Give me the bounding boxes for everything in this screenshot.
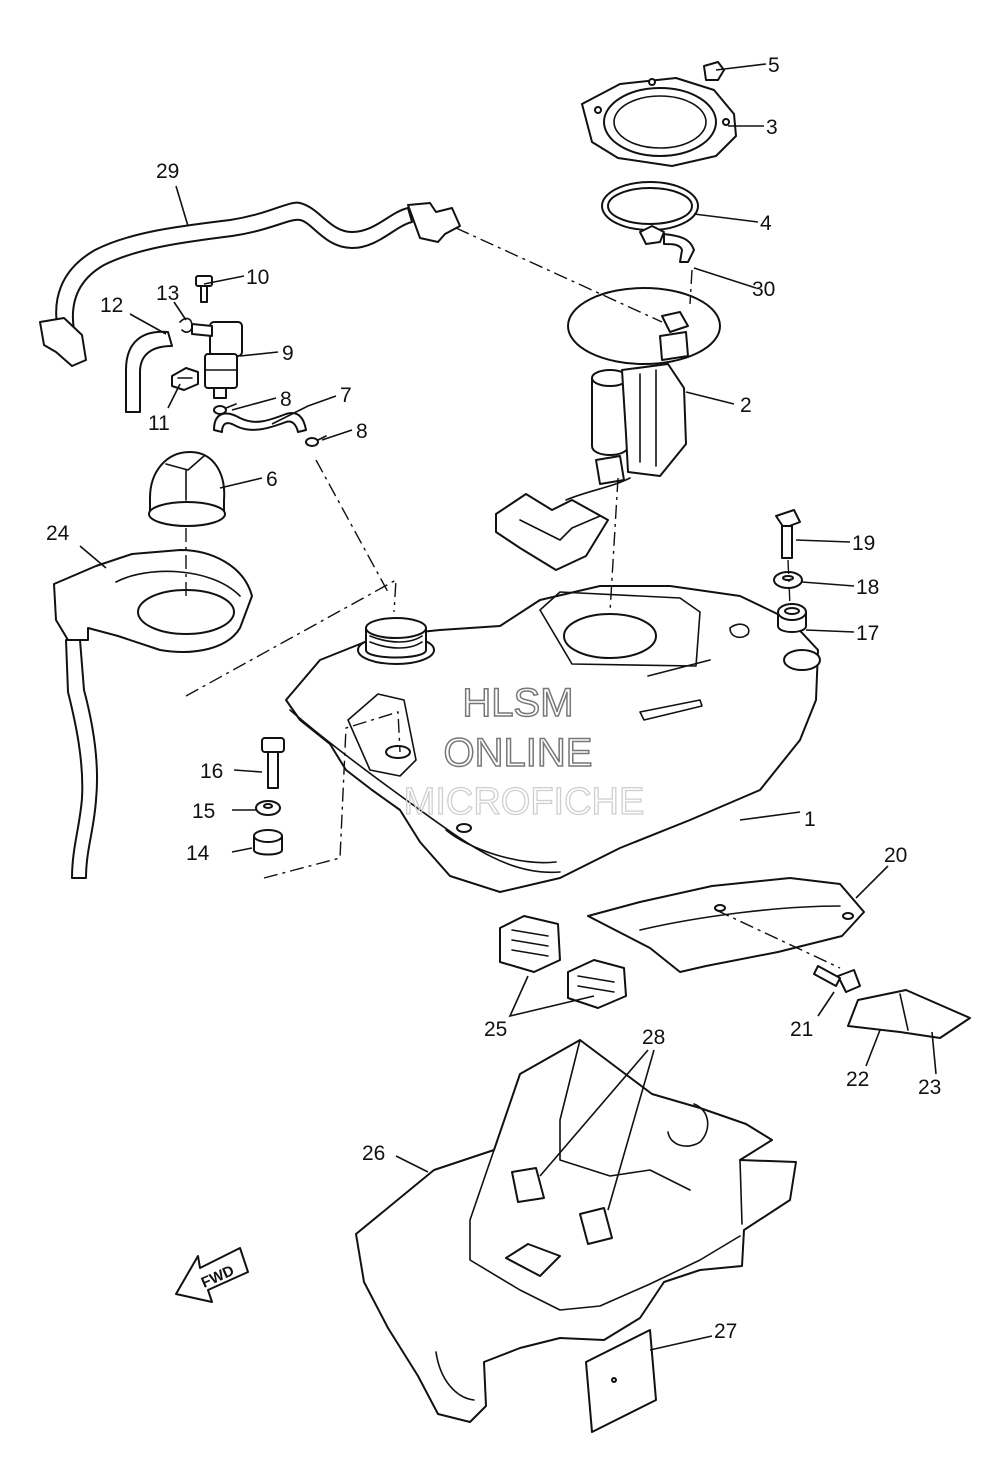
callout-22: 22 — [846, 1068, 869, 1091]
bolt-21 — [813, 965, 861, 993]
connector-30 — [639, 225, 695, 263]
watermark-line-1: HLSM — [462, 681, 573, 725]
cover-20 — [587, 877, 865, 973]
callout-labels: 1 2 3 4 5 6 7 8 8 9 10 11 12 13 14 15 16… — [46, 54, 941, 1343]
watermark-line-2: ONLINE — [444, 731, 593, 775]
callout-26: 26 — [362, 1142, 385, 1165]
callout-15: 15 — [192, 800, 215, 823]
callout-18: 18 — [856, 576, 879, 599]
bolt-19 — [775, 509, 801, 559]
fuel-pump-2 — [495, 287, 721, 571]
nut-5 — [703, 61, 725, 81]
hose-7 — [213, 412, 307, 433]
damper-25a — [499, 915, 561, 973]
callout-4: 4 — [760, 212, 772, 235]
breather-hose-29 — [39, 201, 461, 367]
bolt-16 — [261, 737, 285, 789]
callout-21: 21 — [790, 1018, 813, 1041]
collar-15 — [255, 800, 281, 816]
clip-13 — [179, 317, 193, 333]
callout-14: 14 — [186, 842, 210, 865]
callout-19: 19 — [852, 532, 875, 555]
pad-22-23 — [847, 989, 971, 1039]
filler-tray-24 — [53, 549, 253, 879]
callout-9: 9 — [282, 342, 294, 365]
callout-13: 13 — [156, 282, 179, 305]
bracket-11 — [171, 367, 199, 391]
collar-18 — [773, 571, 803, 589]
drain-hose-12 — [125, 330, 173, 413]
callout-29: 29 — [156, 160, 179, 183]
bolt-10 — [195, 275, 213, 303]
callout-7: 7 — [340, 384, 352, 407]
damper-17 — [777, 603, 807, 633]
solenoid-valve-9 — [191, 321, 243, 399]
callout-20: 20 — [884, 844, 907, 867]
callout-16: 16 — [200, 760, 223, 783]
label-27 — [585, 1329, 657, 1433]
watermark-line-3: MICROFICHE — [404, 781, 645, 823]
callout-11: 11 — [148, 412, 170, 435]
callout-30: 30 — [752, 278, 775, 301]
fwd-arrow-icon: FWD — [175, 1247, 249, 1303]
clip-8a — [213, 403, 237, 415]
under-cover-26 — [355, 1039, 797, 1423]
callout-6: 6 — [266, 468, 278, 491]
retainer-plate-3 — [581, 77, 737, 167]
callout-10: 10 — [246, 266, 269, 289]
callout-23: 23 — [918, 1076, 941, 1099]
callout-3: 3 — [766, 116, 778, 139]
clip-8b — [305, 435, 327, 447]
leader-lines — [79, 63, 937, 1351]
callout-28: 28 — [642, 1026, 665, 1049]
callout-12: 12 — [100, 294, 123, 317]
watermark: HLSM ONLINE MICROFICHE — [403, 680, 645, 823]
callout-25: 25 — [484, 1018, 507, 1041]
fuel-tank-1 — [285, 585, 821, 893]
damper-14 — [253, 829, 283, 856]
assembly-lines — [185, 227, 841, 969]
callout-1: 1 — [804, 808, 816, 831]
gasket-4 — [601, 181, 699, 231]
callout-5: 5 — [768, 54, 780, 77]
callout-27: 27 — [714, 1320, 737, 1343]
filler-cap-6 — [148, 451, 226, 527]
damper-25b — [567, 959, 627, 1009]
callout-8a: 8 — [280, 388, 292, 411]
callout-17: 17 — [856, 622, 879, 645]
callout-24: 24 — [46, 522, 70, 545]
callout-2: 2 — [740, 394, 752, 417]
callout-8b: 8 — [356, 420, 368, 443]
